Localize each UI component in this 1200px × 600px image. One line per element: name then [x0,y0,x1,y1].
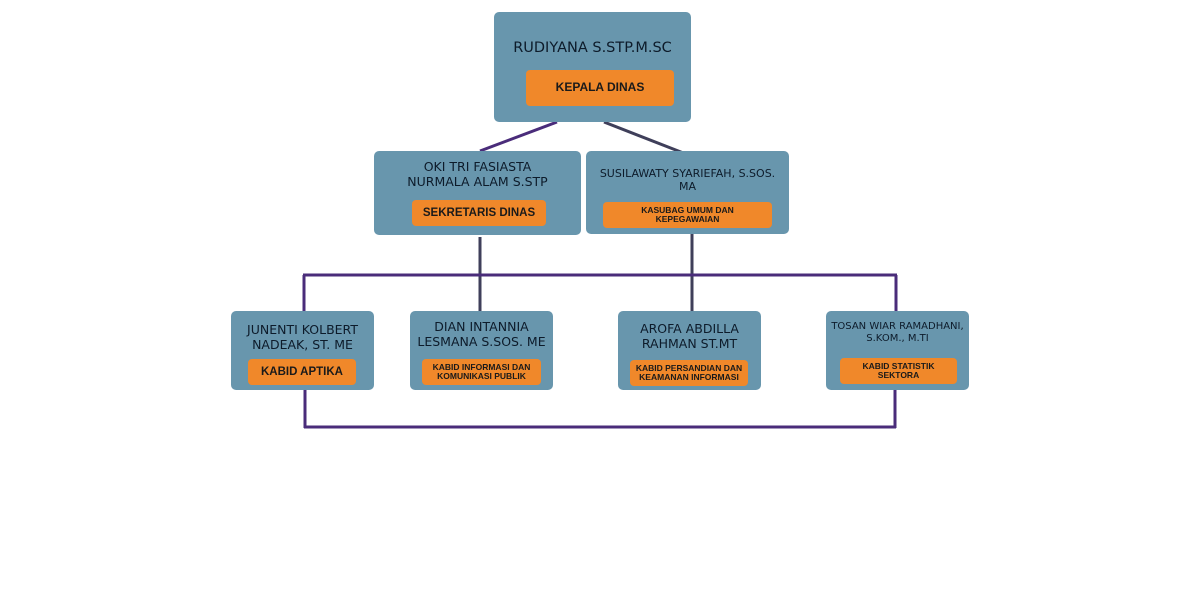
connector-kepala-sekretaris [479,120,558,153]
node-role-badge: KASUBAG UMUM DAN KEPEGAWAIAN [603,202,772,228]
node-role-badge: SEKRETARIS DINAS [412,200,546,226]
node-kepala-dinas: RUDIYANA S.STP.M.SC KEPALA DINAS [494,12,691,122]
node-kasubag-umum: SUSILAWATY SYARIEFAH, S.SOS. MA KASUBAG … [586,151,789,234]
node-role-badge: KABID APTIKA [248,359,356,385]
node-name: AROFA ABDILLA RAHMAN ST.MT [640,321,739,351]
node-name: RUDIYANA S.STP.M.SC [513,40,672,56]
node-kabid-ikp: DIAN INTANNIA LESMANA S.SOS. ME KABID IN… [410,311,553,390]
node-kabid-persandian: AROFA ABDILLA RAHMAN ST.MT KABID PERSAND… [618,311,761,390]
node-name: TOSAN WIAR RAMADHANI, S.KOM., M.TI [831,321,964,344]
node-kabid-statistik: TOSAN WIAR RAMADHANI, S.KOM., M.TI KABID… [826,311,969,390]
node-name: OKI TRI FASIASTA NURMALA ALAM S.STP [407,159,548,189]
node-name: DIAN INTANNIA LESMANA S.SOS. ME [417,319,546,349]
node-role-badge: KABID PERSANDIAN DAN KEAMANAN INFORMASI [630,360,748,386]
connector-kepala-kasubag [603,120,687,156]
node-name: JUNENTI KOLBERT NADEAK, ST. ME [247,322,358,352]
node-role-badge: KABID STATISTIK SEKTORA [840,358,957,384]
node-sekretaris-dinas: OKI TRI FASIASTA NURMALA ALAM S.STP SEKR… [374,151,581,235]
node-role-badge: KEPALA DINAS [526,70,674,106]
node-name: SUSILAWATY SYARIEFAH, S.SOS. MA [599,167,776,194]
node-role-badge: KABID INFORMASI DAN KOMUNIKASI PUBLIK [422,359,541,385]
node-kabid-aptika: JUNENTI KOLBERT NADEAK, ST. ME KABID APT… [231,311,374,390]
